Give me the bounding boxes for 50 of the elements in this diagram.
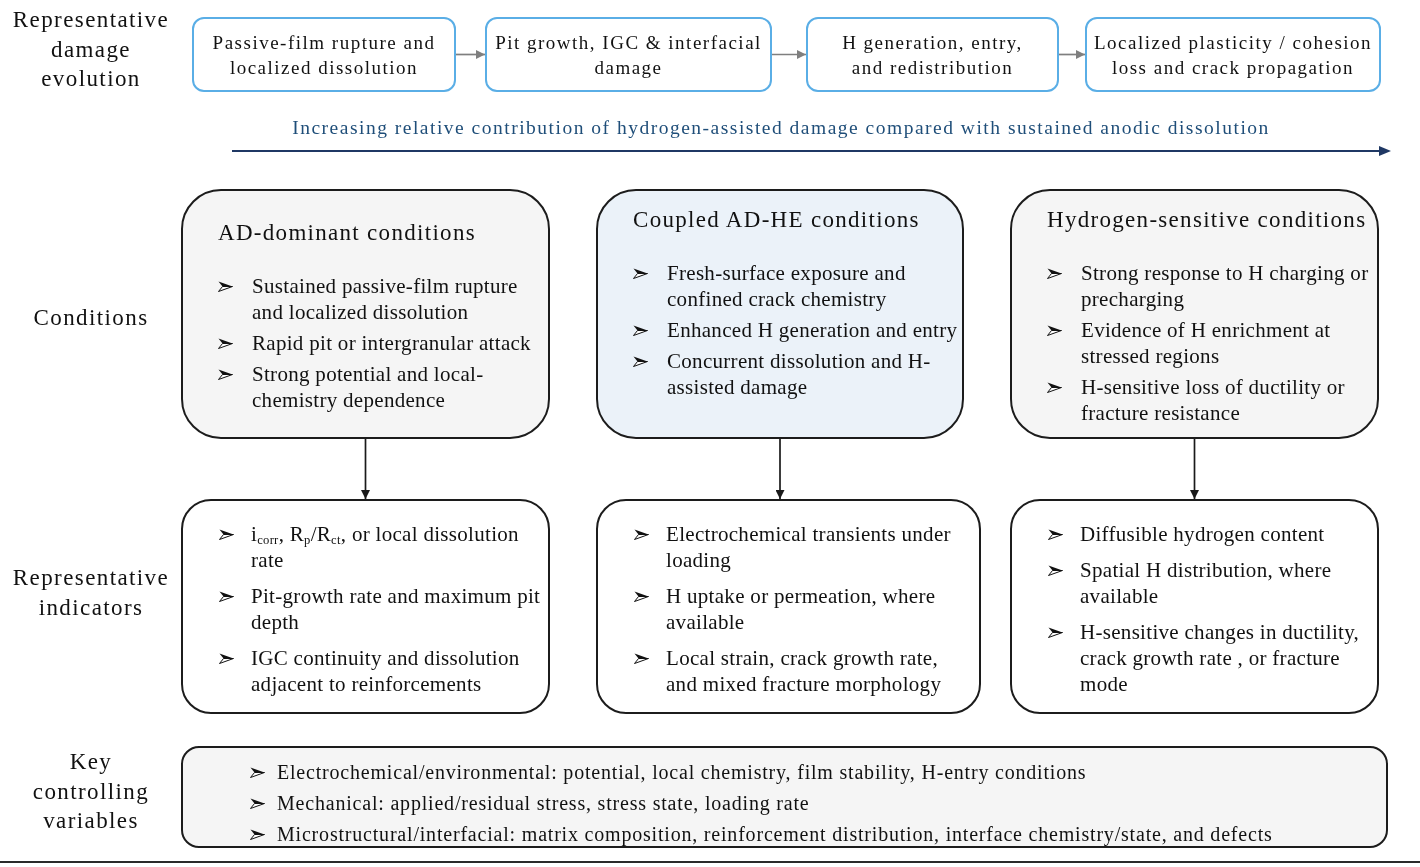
box-heading: Coupled AD-HE conditions (633, 206, 920, 234)
stage-text: Pit growth, IGC & interfacial damage (494, 30, 763, 80)
bullet-text: Strong response to H charging or precharging (1081, 260, 1370, 312)
bullet-text: Concurrent dissolution and H-assisted damage (667, 348, 932, 400)
arrow (771, 50, 807, 59)
variables-box (181, 746, 1388, 848)
arrow (1058, 50, 1086, 59)
trend-caption: Increasing relative contribution of hydrogen-assisted damage compared with sustained anodic dissolution (292, 116, 1270, 140)
box-heading: Hydrogen-sensitive conditions (1047, 206, 1367, 234)
row-label: Representative indicators (12, 564, 170, 622)
bullet-text: Rapid pit or intergranular attack (252, 330, 532, 356)
stage-text: H generation, entry, and redistribution (841, 30, 1024, 80)
condition-box (181, 189, 550, 439)
indicator-box (596, 499, 981, 714)
bullet-text: Sustained passive-film rupture and localized dissolution (252, 273, 519, 325)
bullet-text: H-sensitive loss of ductility or fracture resistance (1081, 374, 1346, 426)
arrow (775, 438, 785, 500)
stage-box (485, 17, 772, 92)
bullet-text: i$_{corr}$, R$_{p}$/R$_{ct}$, or local dissolution rate (251, 521, 520, 573)
stage-text: Localized plasticity / cohesion loss and crack propagation (1092, 30, 1374, 80)
bullet-text: Evidence of H enrichment at stressed regions (1081, 317, 1332, 369)
row-label: Conditions (33, 304, 149, 332)
bullet-text: Fresh-surface exposure and confined crack chemistry (667, 260, 907, 312)
arrow (1190, 438, 1199, 500)
row-label: Key controlling variables (32, 748, 150, 835)
bullet-text: Diffusible hydrogen content (1080, 521, 1326, 547)
bullet-text: Microstructural/interfacial: matrix composition, reinforcement distribution, interface chemistry/state, and defects (277, 822, 1274, 848)
bullet-text: H uptake or permeation, where available (666, 583, 937, 635)
condition-box (596, 189, 964, 439)
indicator-box (1010, 499, 1379, 714)
bullet-text: Strong potential and local-chemistry dependence (252, 361, 485, 413)
condition-box (1010, 189, 1379, 439)
bullet-text: Pit-growth rate and maximum pit depth (251, 583, 542, 635)
bullet-text: H-sensitive changes in ductility, crack growth rate , or fracture mode (1080, 619, 1361, 697)
indicator-box (181, 499, 550, 714)
stage-text: Passive-film rupture and localized dissolution (211, 30, 437, 80)
stage-box (192, 17, 456, 92)
box-heading: AD-dominant conditions (218, 219, 476, 247)
bullet-text: Mechanical: applied/residual stress, stress state, loading rate (277, 791, 811, 817)
bullet-text: Local strain, crack growth rate, and mixed fracture morphology (666, 645, 943, 697)
bullet-text: Electrochemical/environmental: potential, local chemistry, film stability, H-entry conditions (277, 760, 1088, 786)
arrow (361, 438, 370, 500)
bullet-text: Spatial H distribution, where available (1080, 557, 1333, 609)
bullet-text: IGC continuity and dissolution adjacent to reinforcements (251, 645, 521, 697)
stage-box (1085, 17, 1381, 92)
stage-box (806, 17, 1059, 92)
bullet-text: Electrochemical transients under loading (666, 521, 952, 573)
row-label: Representative damage evolution (12, 6, 170, 93)
bullet-text: Enhanced H generation and entry (667, 317, 958, 343)
arrow (455, 50, 486, 59)
